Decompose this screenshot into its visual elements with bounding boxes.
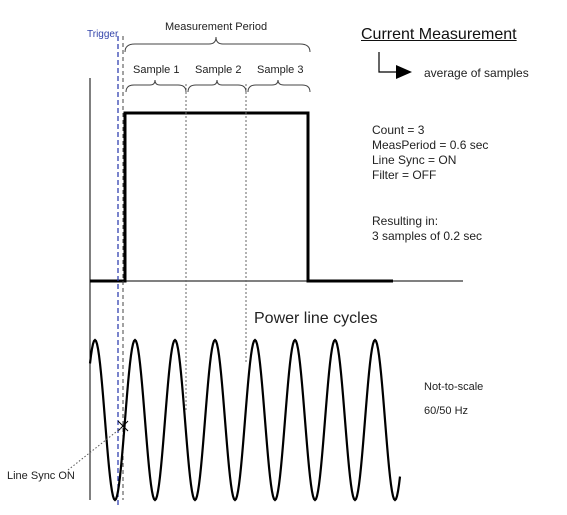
scale-note: Not-to-scale: [424, 381, 484, 393]
sample-label-3: Sample 3: [257, 64, 304, 76]
period-label: Measurement Period: [165, 21, 268, 33]
settings-line-sync: Line Sync = ON: [372, 153, 457, 167]
measurement-pulse: [90, 111, 393, 283]
average-arrow-line: [378, 52, 398, 73]
sync-cross-marker: [117, 420, 129, 432]
sample-brace-3: [247, 79, 311, 93]
result-line-1: Resulting in:: [372, 214, 439, 228]
average-label: average of samples: [424, 66, 529, 80]
settings-count: Count = 3: [372, 123, 425, 137]
current-measurement-heading: Current Measurement: [361, 26, 517, 43]
power-line-label: Power line cycles: [254, 310, 378, 327]
trigger-label: Trigger: [87, 29, 119, 40]
sample-brace-2: [187, 79, 247, 93]
settings-filter: Filter = OFF: [372, 168, 437, 182]
sync-leader-line: [67, 427, 122, 471]
settings-meas-period: MeasPeriod = 0.6 sec: [372, 138, 489, 152]
average-arrow-head: [396, 65, 412, 79]
period-brace: [124, 36, 311, 53]
line-sync-label: Line Sync ON: [7, 470, 75, 482]
sample-brace-1: [125, 79, 187, 93]
sample-label-1: Sample 1: [133, 64, 180, 76]
result-line-2: 3 samples of 0.2 sec: [372, 229, 483, 243]
frequency-label: 60/50 Hz: [424, 405, 469, 417]
sample-label-2: Sample 2: [195, 64, 242, 76]
power-line-wave: [88, 338, 402, 502]
